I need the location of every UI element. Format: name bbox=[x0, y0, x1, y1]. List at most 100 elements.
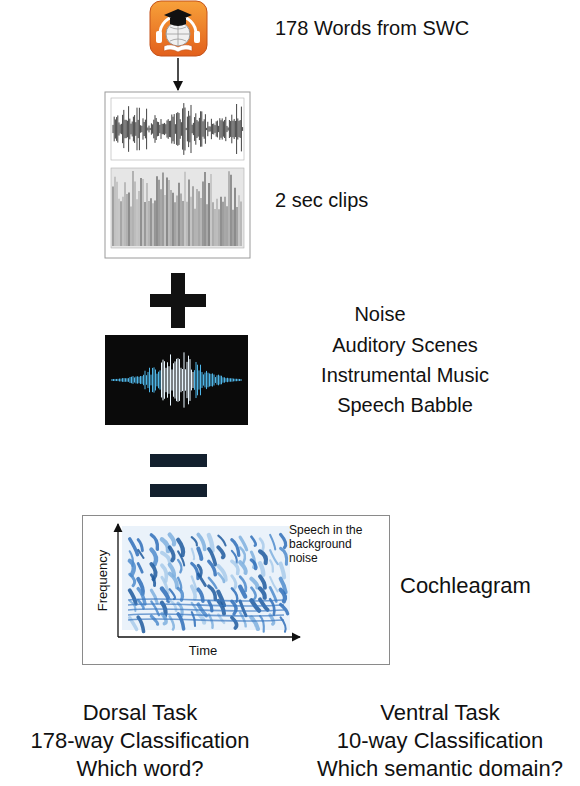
noise-stroke bbox=[115, 379, 116, 381]
cochleagram-streak bbox=[162, 553, 170, 562]
waveform-stroke bbox=[222, 118, 223, 139]
waveform-stroke bbox=[150, 128, 151, 130]
waveform-stroke bbox=[240, 120, 241, 138]
spectrogram-stroke bbox=[158, 180, 159, 246]
noise-stroke bbox=[235, 379, 236, 381]
cochleagram-streak bbox=[240, 613, 246, 627]
noise-stroke bbox=[179, 359, 180, 401]
waveform-stroke bbox=[134, 115, 135, 143]
noise-stroke bbox=[239, 379, 240, 381]
spectrogram-stroke bbox=[162, 173, 163, 246]
figure-label: Dorsal Task bbox=[5, 700, 275, 726]
cochleagram-streak bbox=[251, 579, 257, 588]
cochleagram-streak bbox=[270, 535, 275, 550]
spectrogram-stroke bbox=[160, 189, 161, 246]
noise-stroke bbox=[230, 378, 231, 381]
waveform-stroke bbox=[219, 118, 220, 140]
figure-label: Which word? bbox=[5, 756, 275, 782]
waveform-stroke bbox=[119, 122, 120, 135]
waveform-stroke bbox=[140, 125, 141, 133]
noise-stroke bbox=[154, 367, 155, 392]
waveform-stroke bbox=[114, 117, 115, 142]
waveform-stroke bbox=[147, 128, 148, 131]
waveform-stroke bbox=[216, 121, 217, 136]
waveform-stroke bbox=[189, 116, 190, 143]
spectrogram-stroke bbox=[200, 198, 201, 246]
waveform-stroke bbox=[151, 123, 152, 134]
cochleagram-streak bbox=[178, 588, 182, 600]
waveform-stroke bbox=[181, 122, 182, 136]
headphone-cup bbox=[156, 31, 162, 43]
waveform-stroke bbox=[205, 114, 206, 144]
waveform-stroke bbox=[117, 115, 118, 142]
waveform-stroke bbox=[180, 119, 181, 139]
equals-bar bbox=[150, 454, 207, 467]
waveform-stroke bbox=[175, 124, 176, 134]
waveform-stroke bbox=[153, 120, 154, 139]
noise-stroke bbox=[143, 375, 144, 385]
waveform-stroke bbox=[152, 124, 153, 133]
noise-stroke bbox=[164, 361, 165, 399]
spectrogram-stroke bbox=[206, 204, 207, 246]
waveform-stroke bbox=[237, 118, 238, 139]
waveform-stroke bbox=[159, 125, 160, 133]
noise-stroke bbox=[203, 374, 204, 385]
cochleagram-streak bbox=[192, 537, 197, 545]
cochleagram-streak bbox=[192, 549, 194, 560]
noise-stroke bbox=[217, 375, 218, 384]
noise-stroke bbox=[209, 373, 210, 386]
waveform-stroke bbox=[239, 121, 240, 137]
cochleagram-streak bbox=[281, 564, 285, 578]
waveform-stroke bbox=[132, 122, 133, 137]
cochleagram-streak bbox=[130, 561, 134, 575]
noise-stroke bbox=[218, 375, 219, 386]
waveform-stroke bbox=[170, 121, 171, 138]
cochleagram-streak bbox=[151, 616, 157, 624]
noise-stroke bbox=[232, 378, 233, 381]
plus-sign bbox=[150, 273, 206, 328]
waveform-stroke bbox=[121, 124, 122, 134]
waveform-stroke bbox=[163, 124, 164, 135]
figure-label: Ventral Task bbox=[305, 700, 575, 726]
cochleagram-streak bbox=[251, 537, 255, 546]
corpus-icon bbox=[150, 1, 207, 56]
noise-stroke bbox=[211, 374, 212, 386]
waveform-stroke bbox=[169, 121, 170, 137]
noise-stroke bbox=[163, 360, 164, 401]
waveform-stroke bbox=[231, 115, 232, 144]
waveform-stroke bbox=[223, 121, 224, 136]
noise-stroke bbox=[175, 361, 176, 398]
noise-stroke bbox=[125, 378, 126, 382]
waveform-stroke bbox=[165, 124, 166, 134]
noise-stroke bbox=[214, 374, 215, 385]
frequency-axis bbox=[117, 524, 118, 637]
cochleagram-streak bbox=[138, 564, 142, 573]
spectrogram-stroke bbox=[166, 177, 167, 246]
noise-stroke bbox=[194, 370, 195, 390]
noise-stroke bbox=[205, 373, 206, 388]
spectrogram bbox=[113, 171, 241, 246]
noise-stroke bbox=[140, 376, 141, 384]
cochleagram-streak bbox=[151, 535, 157, 549]
spectrogram-stroke bbox=[240, 202, 241, 246]
spectrogram-stroke bbox=[230, 175, 231, 246]
waveform-stroke bbox=[210, 126, 211, 131]
cochleagram-ground bbox=[122, 526, 290, 630]
spectrogram-stroke bbox=[152, 203, 153, 246]
spectrogram-stroke bbox=[228, 171, 229, 246]
noise-stroke bbox=[161, 363, 162, 398]
cochleagram-streak bbox=[232, 617, 237, 628]
cochleagram-streak bbox=[240, 562, 246, 573]
cochleagram-streak bbox=[170, 535, 174, 545]
cochleagram-streak bbox=[178, 560, 181, 572]
noise-stroke bbox=[188, 356, 189, 405]
cochleagram-streak bbox=[260, 588, 265, 597]
noise-figure bbox=[105, 335, 248, 425]
cochleagram-streak bbox=[170, 574, 177, 588]
noise-stroke bbox=[208, 373, 209, 388]
noise-stroke bbox=[202, 372, 203, 388]
spectrogram-stroke bbox=[196, 189, 197, 246]
cochleagram-streak bbox=[218, 573, 224, 582]
waveform-stroke bbox=[201, 111, 202, 146]
